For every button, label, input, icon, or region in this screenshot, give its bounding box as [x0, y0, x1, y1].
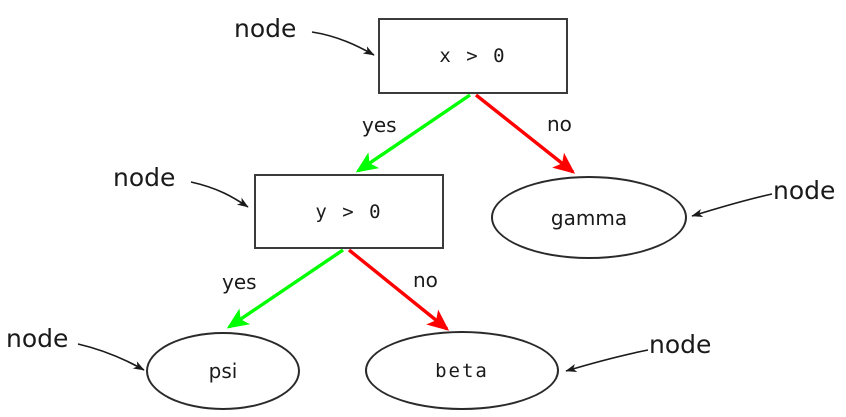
annot-pointer-root	[311, 31, 375, 56]
edge-inner-yes	[226, 248, 344, 329]
node-psi-label: psi	[208, 359, 238, 383]
edge-label-root-no: no	[547, 112, 572, 136]
edge-inner-no	[347, 248, 450, 331]
annot-pointer-beta	[565, 349, 649, 372]
node-root[interactable]: x > 0	[378, 18, 568, 94]
node-inner-label: y > 0	[315, 200, 383, 223]
annotation-node-psi: node	[6, 324, 69, 353]
node-gamma-label: gamma	[550, 205, 628, 230]
edge-root-yes	[355, 93, 471, 173]
node-root-label: x > 0	[439, 45, 507, 67]
node-gamma[interactable]: gamma	[491, 176, 687, 259]
node-inner[interactable]: y > 0	[254, 174, 444, 249]
edge-label-inner-yes: yes	[222, 270, 257, 294]
annotation-node-root: node	[234, 14, 297, 43]
node-beta-label: beta	[435, 359, 489, 382]
annot-pointer-gamma	[691, 193, 773, 217]
annotation-node-beta: node	[649, 330, 712, 359]
node-beta[interactable]: beta	[365, 331, 559, 410]
annotation-node-inner: node	[113, 163, 176, 192]
edge-root-no	[474, 93, 576, 174]
annot-pointer-psi	[77, 343, 145, 371]
annotation-node-gamma: node	[773, 176, 836, 205]
edge-label-inner-no: no	[413, 268, 438, 292]
edge-label-root-yes: yes	[362, 113, 397, 137]
node-psi[interactable]: psi	[146, 332, 300, 410]
annot-pointer-inner	[190, 181, 249, 208]
